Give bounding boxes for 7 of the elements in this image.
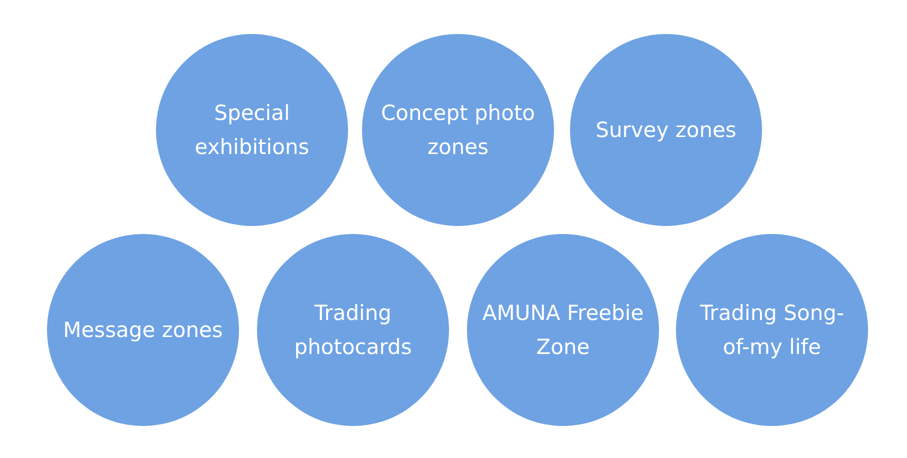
circle-label: Concept photo zones	[380, 100, 536, 161]
circle-label: Trading photocards	[293, 300, 413, 361]
circle-label: AMUNA Freebie Zone	[481, 300, 645, 361]
circle-label: Survey zones	[596, 117, 736, 144]
circle-label: Special exhibitions	[194, 100, 310, 161]
circle-label: Message zones	[63, 317, 223, 344]
circle-label: Trading Song-of-my life	[698, 300, 846, 361]
